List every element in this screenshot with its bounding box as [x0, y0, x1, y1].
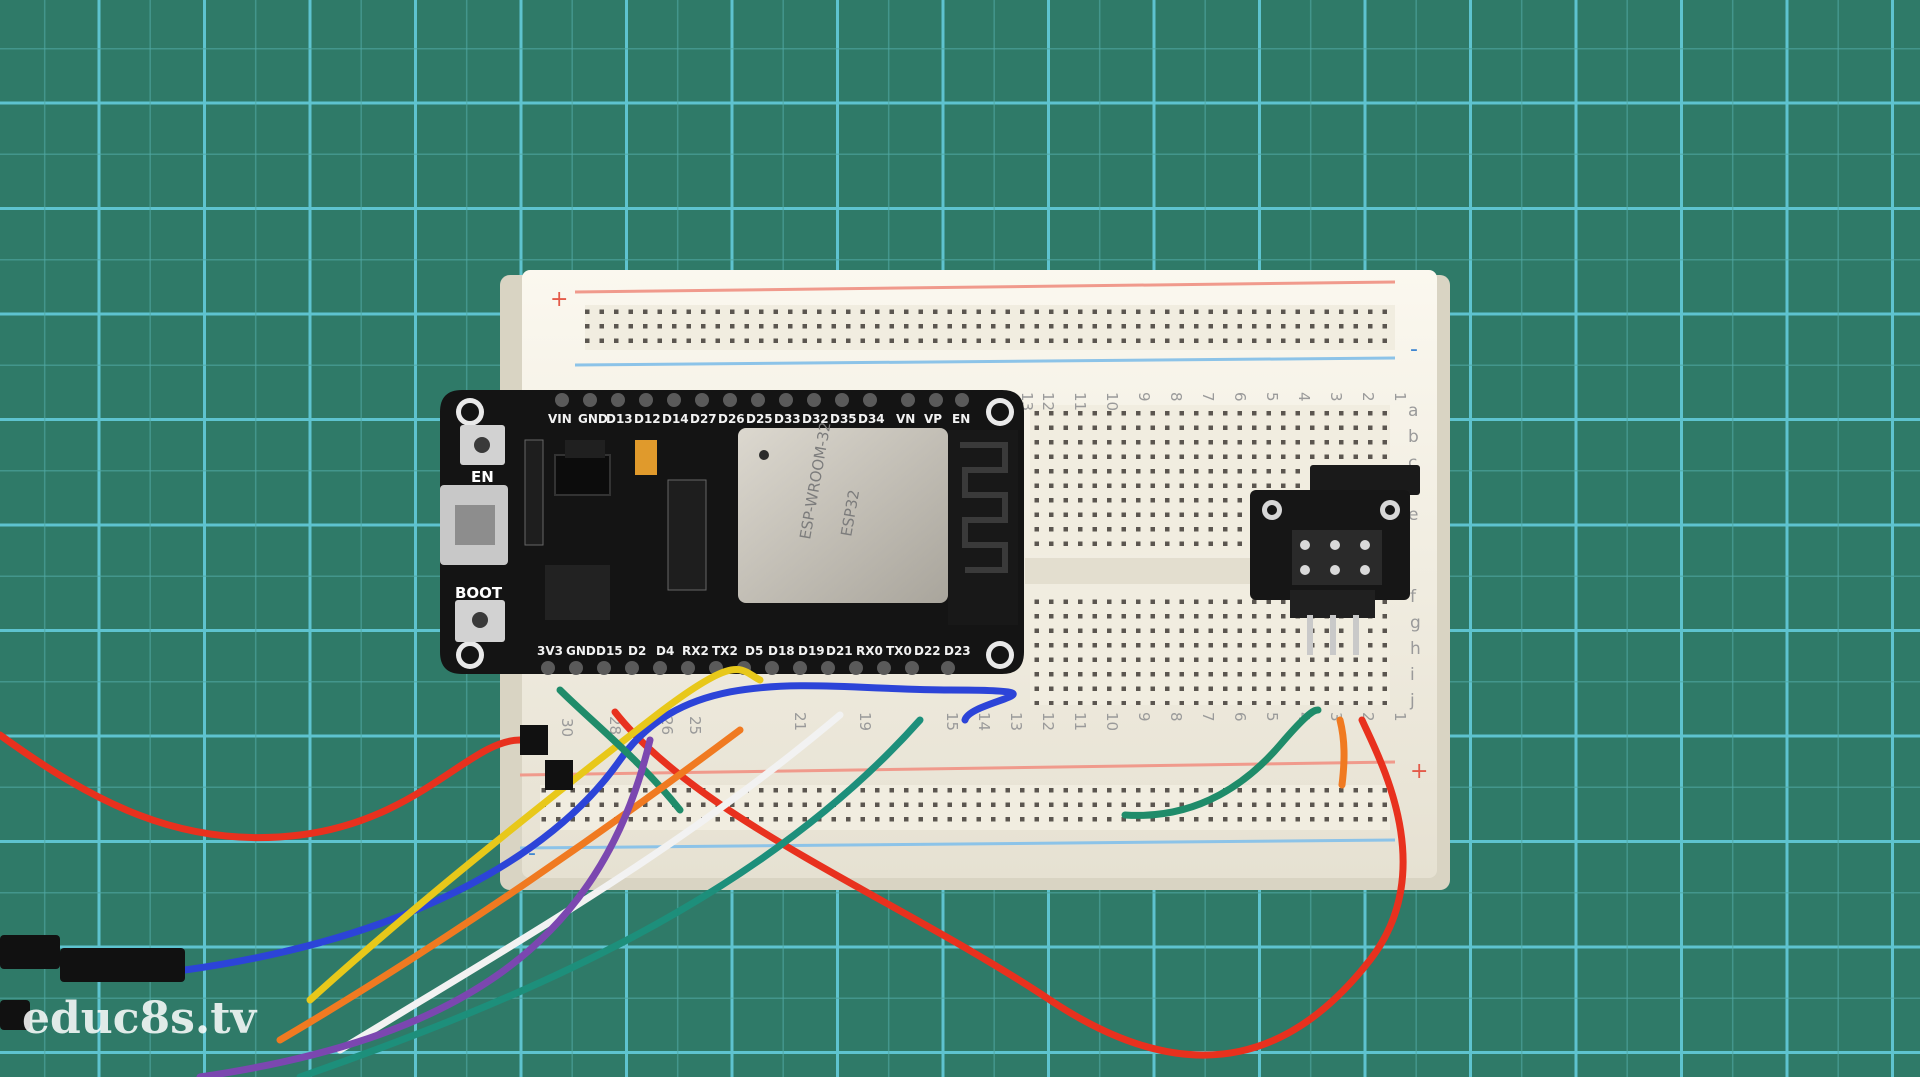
en-button-label: EN [471, 468, 494, 486]
row-letter-e: e [1408, 505, 1418, 525]
pin-label-top: D35 [830, 412, 857, 426]
pin-label-bottom: RX2 [682, 644, 709, 658]
pin-label-top: VP [924, 412, 942, 426]
wire-purple [196, 736, 654, 1077]
pin-label-top: EN [952, 412, 970, 426]
watermark-text: educ8s.tv [22, 993, 258, 1044]
pin-label-top: D25 [746, 412, 773, 426]
row-letter-h: h [1410, 639, 1421, 659]
pin-label-bottom: D19 [798, 644, 825, 658]
col-num-bottom: 21 [791, 712, 809, 731]
col-num-bottom: 15 [943, 712, 961, 731]
pin-label-bottom: 3V3 [537, 644, 563, 658]
bottom-header-pins [541, 661, 955, 675]
pin-label-bottom: D22 [914, 644, 941, 658]
top-header-pins [555, 393, 969, 407]
col-num-bottom: 7 [1199, 712, 1217, 722]
col-num-bottom: 1 [1391, 712, 1409, 722]
col-num-top: 9 [1135, 392, 1153, 402]
esp32-module [738, 428, 948, 603]
sensor-module [1250, 465, 1420, 655]
pin-label-bottom: TX2 [712, 644, 738, 658]
col-num-bottom: 9 [1135, 712, 1153, 722]
rail-minus-sign-bottom: - [528, 841, 536, 866]
wire-green-left [556, 686, 684, 814]
col-num-bottom: 2 [1359, 712, 1377, 722]
top-pin-labels: VIN GND D13 D12 D14 D27 D26 D25 D33 D32 … [548, 412, 970, 426]
pin-label-top: D13 [606, 412, 633, 426]
row-letter-g: g [1410, 613, 1421, 633]
row-letter-b: b [1408, 427, 1419, 447]
col-num-bottom: 14 [975, 712, 993, 731]
wire-orange [276, 726, 744, 1044]
col-num-top: 2 [1359, 392, 1377, 402]
col-num-top: 11 [1071, 392, 1089, 411]
rail-minus-sign-top: - [1410, 337, 1418, 362]
rail-plus-sign-top: + [550, 287, 568, 312]
col-num-top: 8 [1167, 392, 1185, 402]
wire-green-right [1121, 706, 1322, 819]
col-num-top: 4 [1295, 392, 1313, 402]
jumper-wires [0, 666, 1407, 1077]
pin-label-top: D33 [774, 412, 801, 426]
pin-label-bottom: D18 [768, 644, 795, 658]
col-num-bottom: 30 [558, 718, 576, 737]
pin-label-top: D34 [858, 412, 885, 426]
pin-label-top: VN [896, 412, 915, 426]
esp32-board: EN BOOT ESP-WROOM-32 ESP32 VIN GND D13 D… [440, 390, 1024, 675]
pin-label-top: D27 [690, 412, 717, 426]
col-num-top: 1 [1391, 392, 1409, 402]
pin-label-bottom: D2 [628, 644, 646, 658]
col-num-top: 3 [1327, 392, 1345, 402]
pin-label-bottom: D4 [656, 644, 674, 658]
wire-red-long [611, 708, 1407, 1059]
wire-white [336, 711, 844, 1054]
pin-label-bottom: D5 [745, 644, 763, 658]
wire-red-left [0, 731, 524, 842]
col-num-bottom: 19 [856, 712, 874, 731]
col-num-top: 7 [1199, 392, 1217, 402]
col-num-top: 5 [1263, 392, 1281, 402]
col-num-bottom: 11 [1071, 712, 1089, 731]
row-letter-j: j [1409, 691, 1415, 711]
wire-yellow [306, 666, 764, 1004]
pin-label-top: D14 [662, 412, 689, 426]
boot-button-label: BOOT [455, 584, 503, 602]
col-num-bottom: 5 [1263, 712, 1281, 722]
col-num-top: 12 [1039, 392, 1057, 411]
col-num-top: 10 [1103, 392, 1121, 411]
bottom-pin-labels: 3V3 GND D15 D2 D4 RX2 TX2 D5 D18 D19 D21… [537, 644, 971, 658]
pin-label-bottom: D15 [596, 644, 623, 658]
pin-label-bottom: GND [566, 644, 596, 658]
wire-teal [296, 716, 924, 1077]
pin-label-top: D26 [718, 412, 745, 426]
row-letter-i: i [1410, 665, 1415, 685]
col-num-bottom: 3 [1327, 712, 1345, 722]
column-numbers-top: 1 2 3 4 5 6 7 8 9 10 11 12 13 [1018, 392, 1409, 411]
col-num-bottom: 12 [1039, 712, 1057, 731]
pin-label-top: VIN [548, 412, 572, 426]
pin-label-top: D32 [802, 412, 829, 426]
col-num-bottom: 13 [1007, 712, 1025, 731]
pin-label-top: GND [578, 412, 608, 426]
col-num-top: 6 [1231, 392, 1249, 402]
pin-label-bottom: TX0 [886, 644, 912, 658]
pin-label-top: D12 [634, 412, 661, 426]
row-letter-a: a [1408, 401, 1418, 421]
pin-label-bottom: D21 [826, 644, 853, 658]
row-letter-c: c [1408, 453, 1417, 473]
wire-orange-right [1336, 716, 1348, 789]
column-numbers-bottom: 1 2 3 4 5 6 7 8 9 10 11 12 13 14 15 19 2… [558, 712, 1409, 737]
col-num-bottom: 10 [1103, 712, 1121, 731]
row-letter-f: f [1410, 587, 1417, 607]
col-num-bottom: 8 [1167, 712, 1185, 722]
rail-plus-sign-bottom: + [1410, 759, 1428, 784]
col-num-bottom: 6 [1231, 712, 1249, 722]
pin-label-bottom: D23 [944, 644, 971, 658]
wire-blue [181, 682, 1017, 974]
pin-label-bottom: RX0 [856, 644, 883, 658]
col-num-bottom: 25 [686, 716, 704, 735]
